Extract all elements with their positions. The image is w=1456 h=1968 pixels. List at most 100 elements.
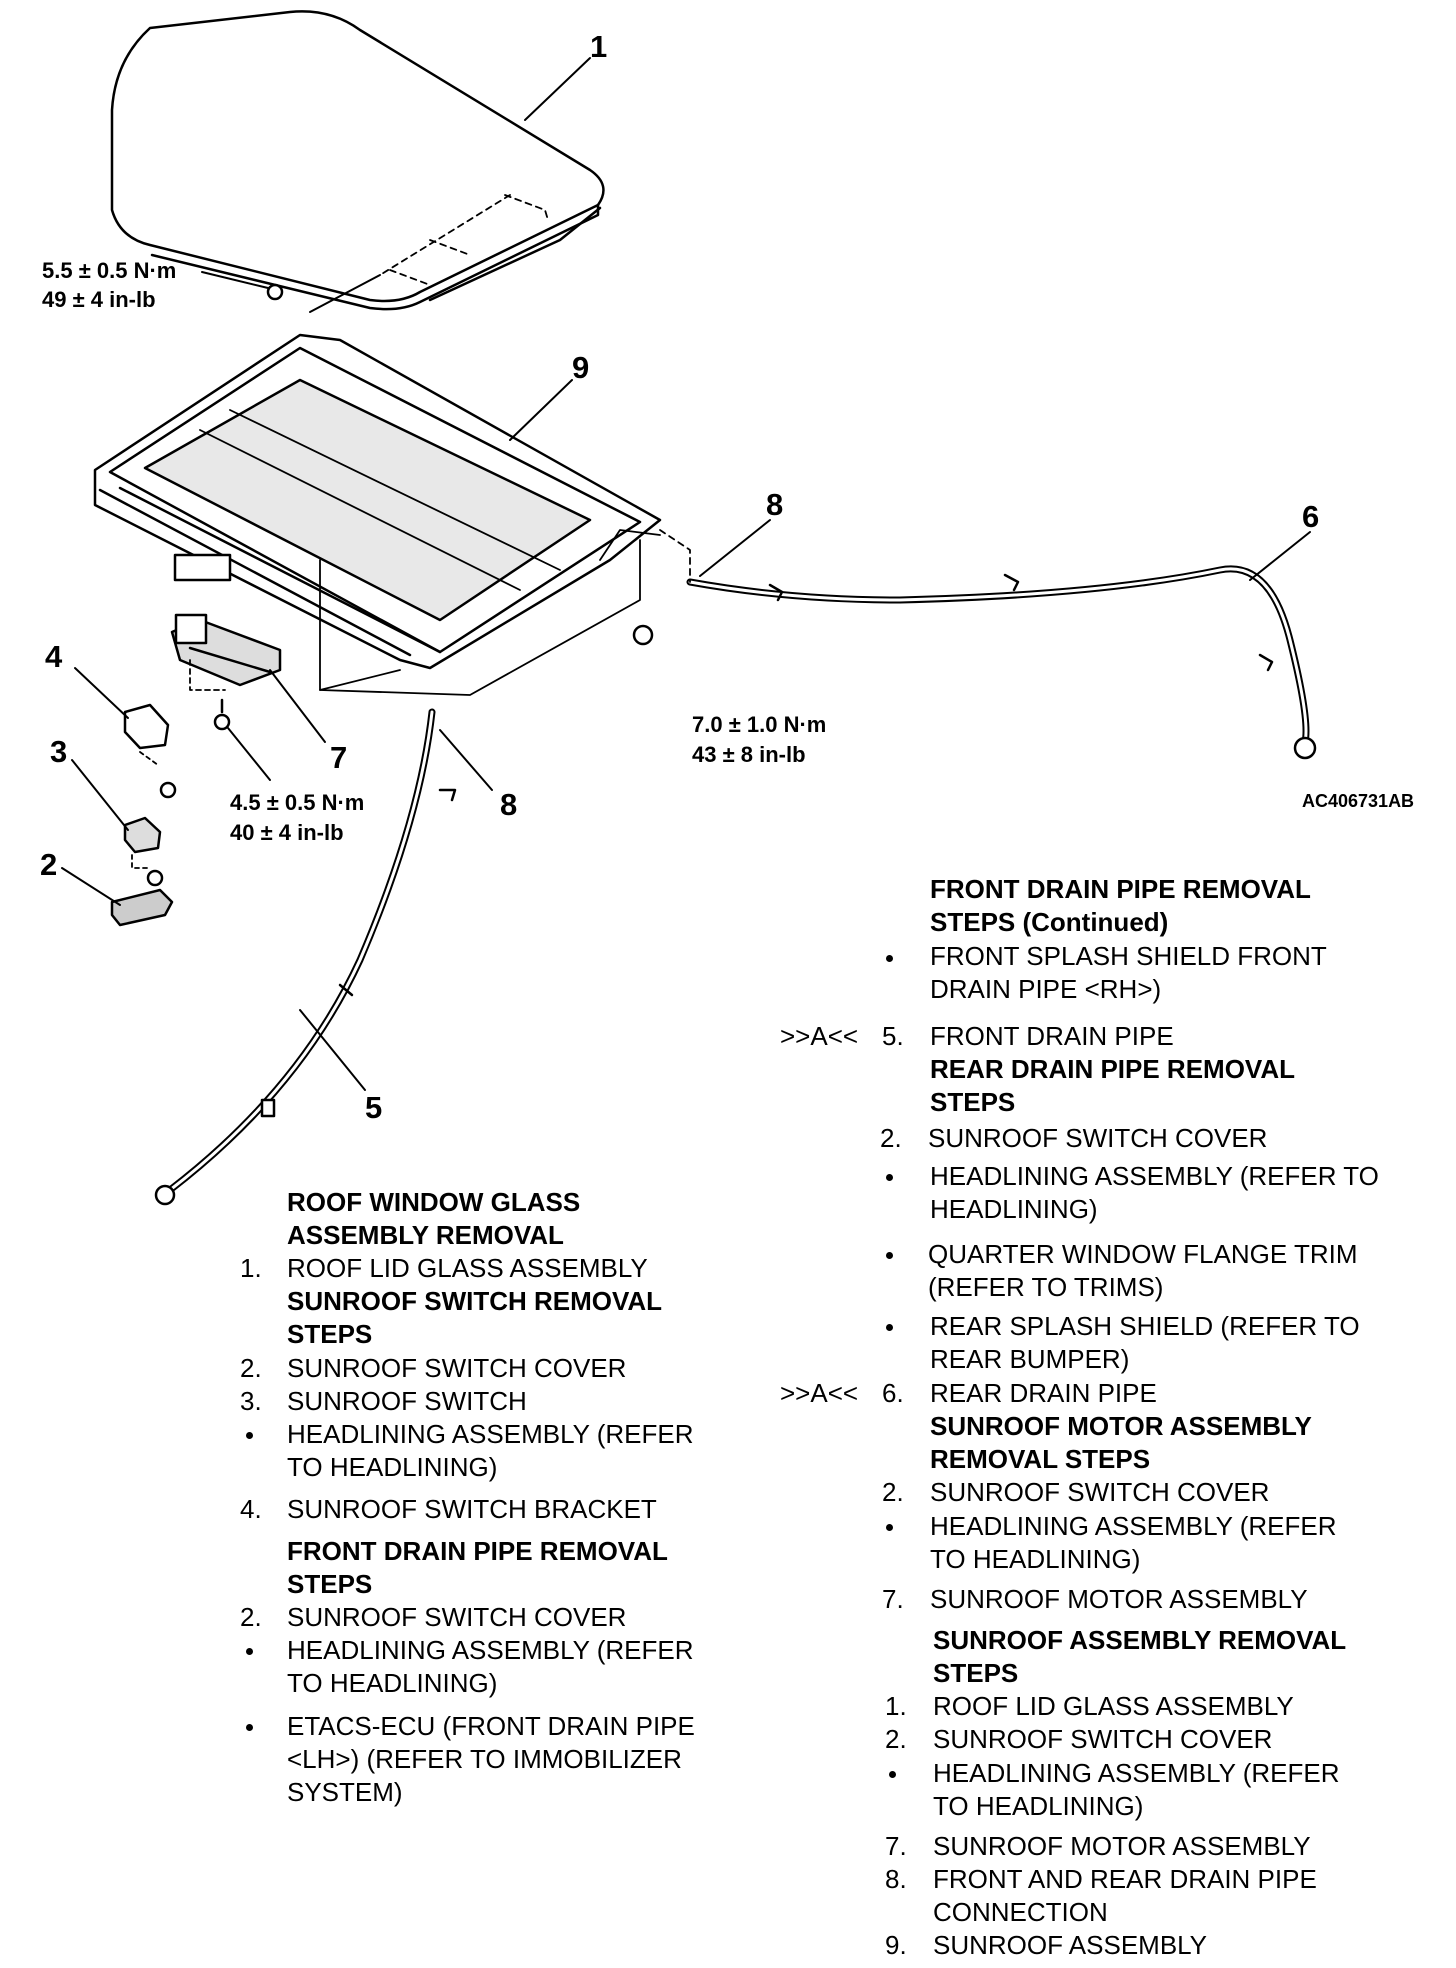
step-sunroof-assembly: SUNROOF ASSEMBLY (933, 1930, 1208, 1960)
rear-heading-line1: REAR DRAIN PIPE REMOVAL (930, 1054, 1295, 1084)
callout-8-rear: 8 (766, 487, 783, 522)
step-number: 5. (882, 1021, 904, 1051)
sunroof-heading-line1: SUNROOF ASSEMBLY REMOVAL (933, 1625, 1347, 1655)
step-roof-lid-glass: ROOF LID GLASS ASSEMBLY (933, 1691, 1294, 1721)
bullet-icon (246, 1724, 253, 1731)
service-point-marker: >>A<< (780, 1021, 859, 1051)
cont-heading-line2: STEPS (Continued) (930, 907, 1169, 937)
switch-heading-line1: SUNROOF SWITCH REMOVAL (287, 1286, 663, 1316)
torque-drain-metric: 7.0 ± 1.0 N·m (692, 712, 826, 737)
bullet-icon (886, 1324, 893, 1331)
step-number: 2. (240, 1353, 262, 1383)
sunroof-motor-shape (170, 613, 282, 731)
rear-heading-line2: STEPS (930, 1087, 1016, 1117)
step-number: 2. (240, 1602, 262, 1632)
cont-heading-line1: FRONT DRAIN PIPE REMOVAL (930, 874, 1311, 904)
glass-bolt-shape (266, 283, 284, 301)
roof-lid-glass-shape (110, 10, 605, 313)
step-number: 2. (882, 1477, 904, 1507)
step-etacs-line1: ETACS-ECU (FRONT DRAIN PIPE (287, 1711, 695, 1741)
switch-bracket-shape (123, 703, 177, 799)
figure-id: AC406731AB (1302, 791, 1414, 811)
step-switch-cover: SUNROOF SWITCH COVER (933, 1724, 1273, 1754)
switch-cover-shape (110, 888, 174, 927)
step-headlining-line2: TO HEADLINING) (287, 1452, 498, 1482)
step-number: 7. (882, 1584, 904, 1614)
step-number: 1. (885, 1691, 907, 1721)
callout-2: 2 (40, 847, 57, 882)
rear-drain-pipe-shape (632, 529, 1317, 760)
callout-1: 1 (590, 29, 607, 64)
step-front-drain-pipe: FRONT DRAIN PIPE (930, 1021, 1174, 1051)
step-flange-trim-line1: QUARTER WINDOW FLANGE TRIM (928, 1239, 1358, 1269)
callout-4: 4 (45, 639, 63, 674)
bullet-icon (246, 1648, 253, 1655)
step-rear-shield-line2: REAR BUMPER) (930, 1344, 1130, 1374)
bullet-icon (886, 1252, 893, 1259)
callout-8-front: 8 (500, 787, 517, 822)
bullet-icon (886, 1174, 893, 1181)
step-switch-bracket: SUNROOF SWITCH BRACKET (287, 1494, 657, 1524)
step-switch-cover: SUNROOF SWITCH COVER (928, 1123, 1268, 1153)
torque-motor-metric: 4.5 ± 0.5 N·m (230, 790, 364, 815)
torque-motor-imperial: 40 ± 4 in-lb (230, 820, 344, 845)
callout-6: 6 (1302, 499, 1319, 534)
step-headlining-line1: HEADLINING ASSEMBLY (REFER TO (930, 1161, 1379, 1191)
torque-glass-imperial: 49 ± 4 in-lb (42, 287, 156, 312)
callout-7: 7 (330, 740, 347, 775)
step-sunroof-switch: SUNROOF SWITCH (287, 1386, 527, 1416)
torque-drain-imperial: 43 ± 8 in-lb (692, 742, 806, 767)
step-pipe-connection-line2: CONNECTION (933, 1897, 1108, 1927)
step-number: 6. (882, 1378, 904, 1408)
callout-5: 5 (365, 1090, 382, 1125)
switch-heading-line2: STEPS (287, 1319, 373, 1349)
front-heading-line1: FRONT DRAIN PIPE REMOVAL (287, 1536, 668, 1566)
roof-heading-line2: ASSEMBLY REMOVAL (287, 1220, 564, 1250)
step-etacs-line2: <LH>) (REFER TO IMMOBILIZER (287, 1744, 682, 1774)
bullet-icon (889, 1771, 896, 1778)
sunroof-heading-line2: STEPS (933, 1658, 1019, 1688)
step-switch-cover: SUNROOF SWITCH COVER (287, 1353, 627, 1383)
step-switch-cover: SUNROOF SWITCH COVER (930, 1477, 1270, 1507)
step-splash-shield-line1: FRONT SPLASH SHIELD FRONT (930, 941, 1327, 971)
step-switch-cover: SUNROOF SWITCH COVER (287, 1602, 627, 1632)
motor-heading-line2: REMOVAL STEPS (930, 1444, 1151, 1474)
step-headlining-line1: HEADLINING ASSEMBLY (REFER (930, 1511, 1337, 1541)
step-flange-trim-line2: (REFER TO TRIMS) (928, 1272, 1164, 1302)
step-headlining-line2: TO HEADLINING) (930, 1544, 1141, 1574)
sunroof-frame-shape (93, 333, 662, 696)
torque-glass-metric: 5.5 ± 0.5 N·m (42, 258, 176, 283)
step-pipe-connection-line1: FRONT AND REAR DRAIN PIPE (933, 1864, 1317, 1894)
step-number: 4. (240, 1494, 262, 1524)
bullet-icon (246, 1432, 253, 1439)
step-roof-lid-glass: ROOF LID GLASS ASSEMBLY (287, 1253, 648, 1283)
step-headlining-line2: TO HEADLINING) (933, 1791, 1144, 1821)
step-number: 1. (240, 1253, 262, 1283)
step-number: 3. (240, 1386, 262, 1416)
sunroof-switch-shape (123, 816, 164, 887)
step-splash-shield-line2: DRAIN PIPE <RH>) (930, 974, 1162, 1004)
step-motor-assembly: SUNROOF MOTOR ASSEMBLY (930, 1584, 1308, 1614)
bullet-icon (886, 1524, 893, 1531)
step-headlining-line1: HEADLINING ASSEMBLY (REFER (287, 1419, 694, 1449)
step-number: 7. (885, 1831, 907, 1861)
step-headlining-line2: TO HEADLINING) (287, 1668, 498, 1698)
step-rear-shield-line1: REAR SPLASH SHIELD (REFER TO (930, 1311, 1360, 1341)
bullet-icon (886, 955, 893, 962)
front-heading-line2: STEPS (287, 1569, 373, 1599)
callout-3: 3 (50, 734, 67, 769)
step-motor-assembly: SUNROOF MOTOR ASSEMBLY (933, 1831, 1311, 1861)
step-headlining-line2: HEADLINING) (930, 1194, 1098, 1224)
step-headlining-line1: HEADLINING ASSEMBLY (REFER (933, 1758, 1340, 1788)
step-number: 8. (885, 1864, 907, 1894)
step-headlining-line1: HEADLINING ASSEMBLY (REFER (287, 1635, 694, 1665)
step-number: 2. (880, 1123, 902, 1153)
callout-9: 9 (572, 350, 589, 385)
step-etacs-line3: SYSTEM) (287, 1777, 403, 1807)
step-number: 2. (885, 1724, 907, 1754)
service-point-marker: >>A<< (780, 1378, 859, 1408)
front-drain-pipe-shape (154, 708, 457, 1206)
step-rear-drain-pipe: REAR DRAIN PIPE (930, 1378, 1157, 1408)
step-number: 9. (885, 1930, 907, 1960)
